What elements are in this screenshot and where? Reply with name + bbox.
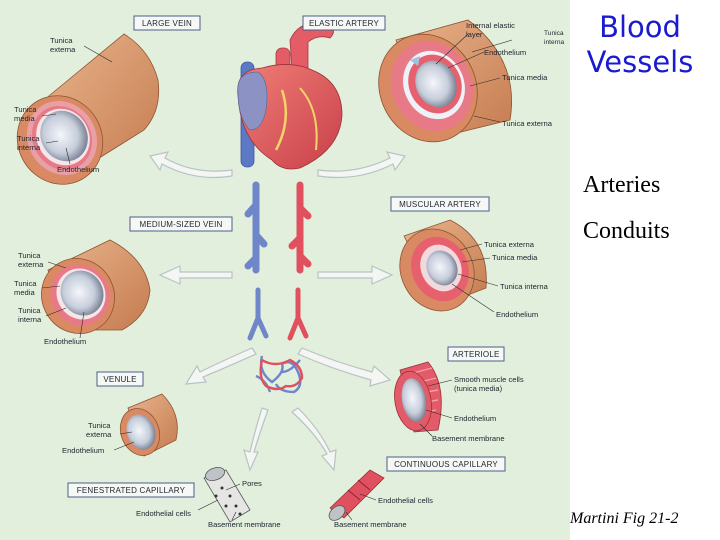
muscular-artery-label: MUSCULAR ARTERY [399, 200, 481, 209]
vn-endothelium-label: Endothelium [62, 446, 104, 455]
venule-cross-section [119, 393, 178, 457]
flow-arrows [148, 151, 407, 472]
lv-tunica-interna-label: Tunica interna [17, 134, 42, 152]
vessel-diagram: LARGE VEIN ELASTIC ARTERY MEDIUM-SIZED V… [0, 0, 570, 540]
cc-basement-label: Basement membrane [334, 520, 407, 529]
ea-internal-elastic-label: Internal elastic layer [466, 21, 517, 39]
elastic-artery-cross-section [378, 19, 512, 143]
venule-box [96, 371, 144, 387]
arteriole-cross-section [394, 361, 442, 433]
medium-vein-cross-section [41, 239, 151, 334]
arteriole-label: ARTERIOLE [453, 350, 500, 359]
ea-tunica-interna-label: Tunica interna [544, 30, 565, 46]
ea-tunica-externa-label: Tunica externa [502, 119, 553, 128]
slide-title: Blood Vessels [580, 10, 700, 80]
continuous-capillary-label: CONTINUOUS CAPILLARY [394, 460, 498, 469]
vn-tunica-externa-label: Tunica externa [86, 421, 113, 439]
elastic-artery-box [302, 15, 386, 31]
continuous-capillary [328, 469, 385, 521]
large-vein-cross-section [16, 33, 160, 185]
cc-endothelial-label: Endothelial cells [378, 496, 433, 505]
mv-tunica-externa-label: Tunica externa [18, 251, 44, 269]
medium-vein-box [129, 216, 233, 232]
medium-vein-label: MEDIUM-SIZED VEIN [140, 220, 223, 229]
structure-labels: Tunica externa Tunica media Tunica inter… [14, 21, 565, 529]
ma-tunica-interna-label: Tunica interna [500, 282, 549, 291]
lv-tunica-media-label: Tunica media [14, 105, 39, 123]
lv-endothelium-label: Endothelium [57, 165, 99, 174]
fenestrated-capillary [203, 467, 251, 523]
fc-endothelial-label: Endothelial cells [136, 509, 191, 518]
large-vein-label: LARGE VEIN [142, 19, 192, 28]
slide-title-line1: Blood [599, 10, 681, 44]
ar-smooth-muscle-label: Smooth muscle cells (tunica media) [454, 375, 526, 393]
fenestrated-capillary-box [67, 482, 195, 498]
fc-basement-label: Basement membrane [208, 520, 281, 529]
lv-tunica-externa-label: Tunica externa [50, 36, 76, 54]
ea-endothelium-label: Endothelium [484, 48, 526, 57]
muscular-artery-cross-section [399, 219, 487, 312]
ma-tunica-media-label: Tunica media [492, 253, 538, 262]
slide-title-line2: Vessels [586, 45, 694, 79]
elastic-artery-label: ELASTIC ARTERY [309, 19, 380, 28]
ea-tunica-media-label: Tunica media [502, 73, 548, 82]
continuous-capillary-box [386, 456, 506, 472]
bullet-conduits: Conduits [583, 218, 670, 244]
ma-endothelium-label: Endothelium [496, 310, 538, 319]
mv-tunica-media-label: Tunica media [14, 279, 39, 297]
leader-lines [41, 33, 513, 521]
venule-label: VENULE [103, 375, 136, 384]
large-vein-box [133, 15, 201, 31]
arteriole-box [447, 346, 505, 362]
vessel-diagram-svg: LARGE VEIN ELASTIC ARTERY MEDIUM-SIZED V… [14, 15, 565, 529]
ar-basement-label: Basement membrane [432, 434, 505, 443]
mv-tunica-interna-label: Tunica interna [18, 306, 43, 324]
heart-illustration [237, 22, 343, 170]
fc-pores-label: Pores [242, 479, 262, 488]
ar-endothelium-label: Endothelium [454, 414, 496, 423]
mv-endothelium-label: Endothelium [44, 337, 86, 346]
section-labels: LARGE VEIN ELASTIC ARTERY MEDIUM-SIZED V… [67, 15, 506, 498]
ma-tunica-externa-label: Tunica externa [484, 240, 535, 249]
bullet-arteries: Arteries [583, 172, 661, 198]
figure-citation: Martini Fig 21-2 [570, 510, 679, 527]
fenestrated-capillary-label: FENESTRATED CAPILLARY [77, 486, 186, 495]
vessel-tree [244, 181, 312, 394]
muscular-artery-box [390, 196, 490, 212]
